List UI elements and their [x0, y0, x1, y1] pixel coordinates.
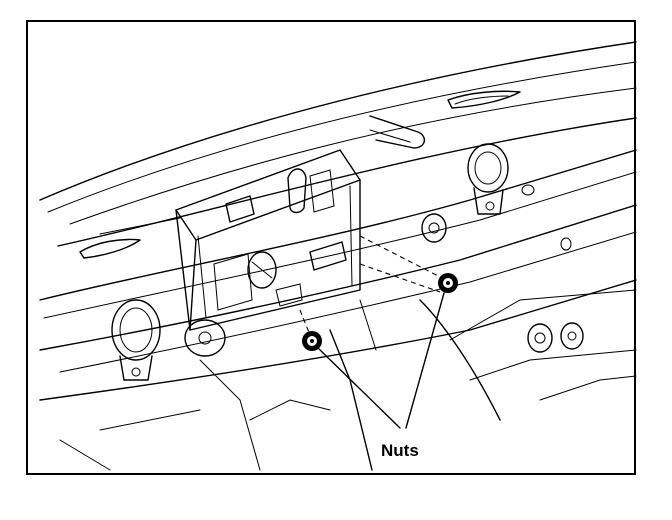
module-round-plug — [247, 251, 277, 289]
dash-upper-ridge — [57, 117, 637, 247]
dash-upper-ridge-2 — [99, 217, 181, 235]
nut-left — [302, 331, 322, 351]
dash-top-contour-3 — [69, 87, 637, 225]
dash-mid-line — [39, 149, 637, 301]
leader-line-right — [405, 292, 445, 429]
right-round-opening — [467, 143, 509, 193]
left-slot — [79, 238, 141, 259]
stud-guide-right — [359, 235, 447, 281]
mounting-hole — [421, 213, 447, 243]
nuts-callout-label: Nuts — [381, 441, 419, 460]
dash-top-contour — [39, 41, 637, 201]
nut-right — [438, 273, 458, 293]
dash-tube — [369, 115, 425, 149]
left-round-opening — [111, 299, 161, 361]
top-vent-slot — [447, 90, 521, 109]
leader-line-left — [317, 347, 401, 429]
dash-top-contour-2 — [47, 61, 637, 213]
module-top-tab — [225, 195, 255, 223]
module-bracket-front — [175, 179, 361, 331]
module-connector — [309, 241, 347, 271]
